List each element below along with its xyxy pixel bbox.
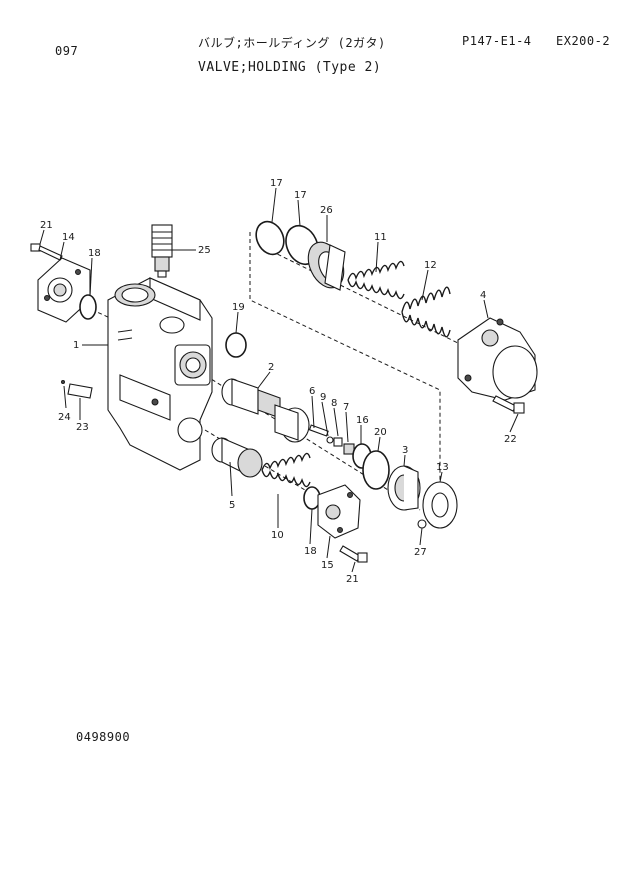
o-ring-part-17-a xyxy=(255,220,285,256)
callout-16: 16 xyxy=(356,415,369,426)
bolt-part-22 xyxy=(492,395,525,414)
plug-part-25 xyxy=(151,224,173,278)
callout-11: 11 xyxy=(374,232,387,243)
callout-24: 24 xyxy=(58,412,71,423)
callout-3: 3 xyxy=(402,445,408,456)
part-code: P147-E1-4 xyxy=(462,34,532,48)
callout-18-left: 18 xyxy=(88,248,101,259)
callout-2: 2 xyxy=(268,362,274,373)
cover-part-15 xyxy=(317,484,361,539)
bolt-part-21-bottom xyxy=(339,545,368,563)
poppet-part-5 xyxy=(211,437,263,478)
callout-15: 15 xyxy=(321,560,334,571)
callout-13: 13 xyxy=(436,462,449,473)
plug-part-7 xyxy=(343,443,355,455)
callout-7: 7 xyxy=(343,402,349,413)
ball-part-9 xyxy=(326,436,334,444)
plate-part-23 xyxy=(67,383,93,399)
sleeve-part-26 xyxy=(307,241,346,291)
callout-20: 20 xyxy=(374,427,387,438)
callout-17-b: 17 xyxy=(294,190,307,201)
callout-12: 12 xyxy=(424,260,437,271)
spring-part-10 xyxy=(261,452,311,488)
callout-26: 26 xyxy=(320,205,333,216)
callout-5: 5 xyxy=(229,500,235,511)
callout-18-bottom: 18 xyxy=(304,546,317,557)
valve-body-part-1 xyxy=(107,277,213,471)
pin-part-24 xyxy=(61,380,65,384)
callout-27: 27 xyxy=(414,547,427,558)
seat-part-3 xyxy=(387,465,421,511)
callout-10: 10 xyxy=(271,530,284,541)
backup-ring-part-20 xyxy=(362,450,390,490)
spool-part-2 xyxy=(221,378,310,443)
callout-19: 19 xyxy=(232,302,245,313)
o-ring-part-18-left xyxy=(79,294,97,320)
callout-21-top: 21 xyxy=(40,220,53,231)
spring-part-12 xyxy=(401,286,451,338)
callout-1: 1 xyxy=(73,340,79,351)
callout-22: 22 xyxy=(504,434,517,445)
leader-lines xyxy=(39,187,519,573)
title-japanese: バルブ;ホールディング (2ガタ) xyxy=(198,36,386,50)
title-english: VALVE;HOLDING (Type 2) xyxy=(198,60,382,75)
pin-part-27 xyxy=(417,519,427,529)
pin-part-6 xyxy=(308,424,329,437)
piston-part-13 xyxy=(422,481,458,529)
page-number: 097 xyxy=(55,44,79,58)
callout-14: 14 xyxy=(62,232,75,243)
callout-6: 6 xyxy=(309,386,315,397)
drawing-number: 0498900 xyxy=(76,730,131,744)
callout-17-a: 17 xyxy=(270,178,283,189)
end-cap-part-4 xyxy=(457,317,538,401)
seat-part-8 xyxy=(333,437,343,447)
o-ring-part-19 xyxy=(225,332,247,358)
callout-labels: 21 14 18 1 24 23 25 19 17 17 26 11 12 4 … xyxy=(40,178,517,585)
callout-21-bottom: 21 xyxy=(346,574,359,585)
callout-4: 4 xyxy=(480,290,486,301)
model-code: EX200-2 xyxy=(556,34,611,48)
callout-9: 9 xyxy=(320,392,326,403)
callout-23: 23 xyxy=(76,422,89,433)
bolt-part-21-top xyxy=(30,243,63,261)
callout-8: 8 xyxy=(331,398,337,409)
callout-25: 25 xyxy=(198,245,211,256)
